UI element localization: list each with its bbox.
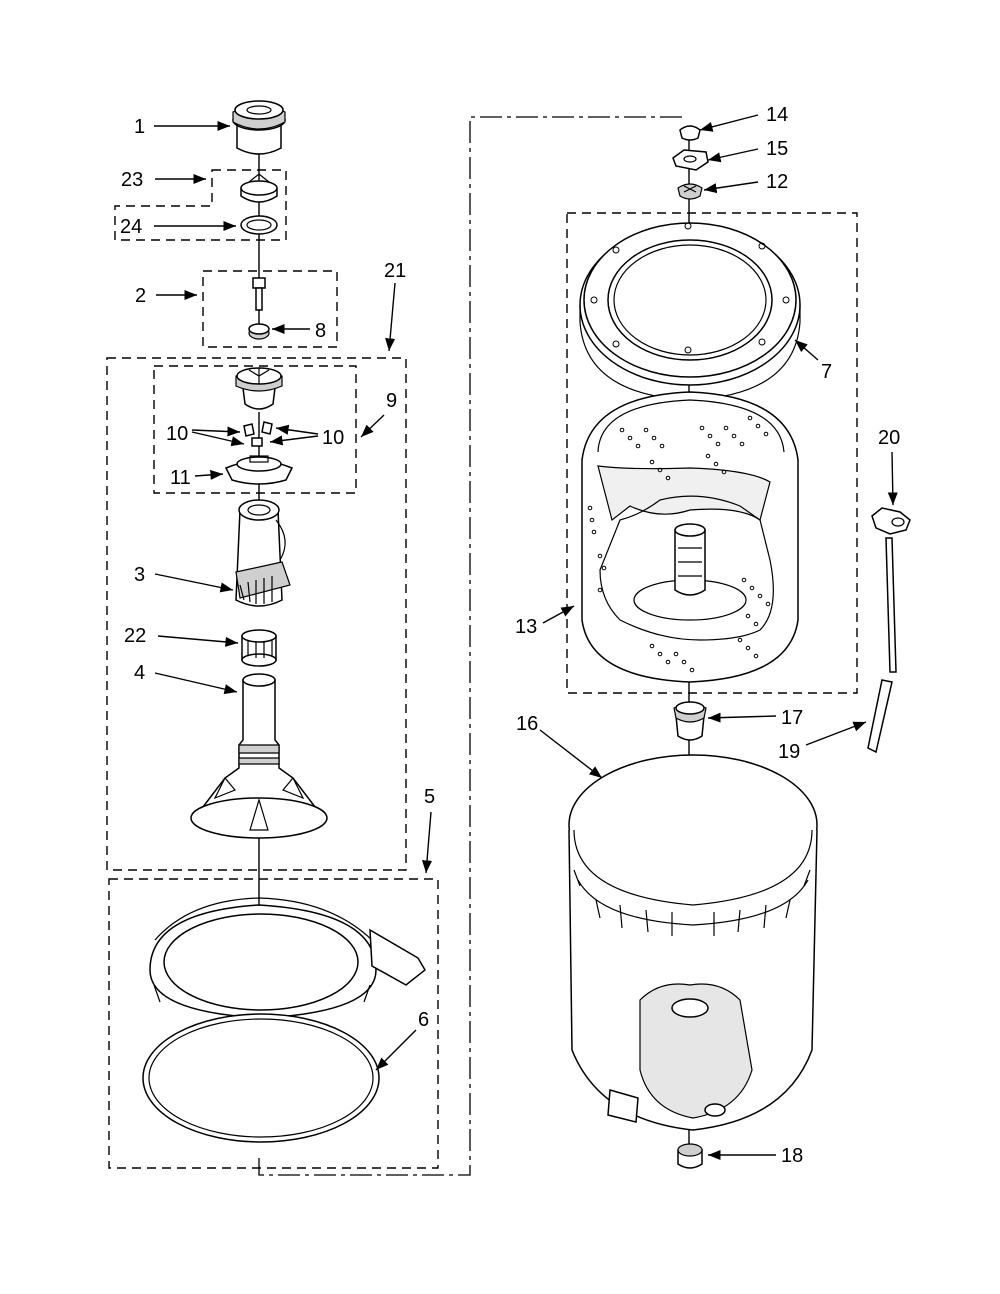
callout-5: 5 xyxy=(424,786,435,808)
callout-20: 20 xyxy=(878,427,900,449)
callout-13: 13 xyxy=(515,616,537,638)
callout-4: 4 xyxy=(134,662,145,684)
callout-8: 8 xyxy=(315,320,326,342)
part-13-basket xyxy=(581,391,799,683)
callout-18: 18 xyxy=(781,1145,803,1167)
callout-22: 22 xyxy=(124,625,146,647)
callout-16: 16 xyxy=(516,713,538,735)
part-7-balance-ring xyxy=(579,222,801,401)
callout-15: 15 xyxy=(766,138,788,160)
callout-19: 19 xyxy=(778,741,800,763)
group-box-21 xyxy=(106,357,407,871)
part-18-plug xyxy=(677,1143,703,1169)
part-16-outer-tub xyxy=(568,754,818,1131)
group-boxes xyxy=(106,169,858,1169)
part-24-seal-ring xyxy=(240,215,278,235)
callout-labels: 1 23 24 2 8 21 9 10 10 11 3 22 4 5 6 14 … xyxy=(120,104,900,1167)
part-1-cap xyxy=(232,100,286,155)
callout-7: 7 xyxy=(821,361,832,383)
group-box-23-24 xyxy=(114,169,287,241)
part-11-ratchet xyxy=(224,455,294,485)
callout-6: 6 xyxy=(418,1009,429,1031)
part-12-nut xyxy=(677,183,703,200)
callout-21: 21 xyxy=(384,260,406,282)
part-9-cam xyxy=(235,367,283,410)
part-23-cover xyxy=(240,173,278,203)
part-14-clip xyxy=(679,125,701,141)
callout-11: 11 xyxy=(170,467,191,489)
callout-12: 12 xyxy=(766,171,788,193)
part-2-bolt xyxy=(252,277,266,311)
group-box-5 xyxy=(108,878,439,1169)
part-20-hose-clip xyxy=(871,507,911,535)
callout-2: 2 xyxy=(135,285,146,307)
callout-1: 1 xyxy=(134,116,145,138)
part-17-hub xyxy=(673,701,707,741)
callout-23: 23 xyxy=(121,169,143,191)
callout-10-left: 10 xyxy=(166,423,188,445)
part-4-drive-block xyxy=(190,673,328,839)
part-15-plate xyxy=(672,149,709,171)
part-5-tub-ring xyxy=(149,897,426,1049)
part-10-dogs xyxy=(243,421,273,447)
dash-dot-connector xyxy=(258,116,684,1176)
callout-3: 3 xyxy=(134,564,145,586)
part-3-auger xyxy=(235,499,291,607)
part-19-hose xyxy=(867,537,897,754)
part-22-bearing xyxy=(241,629,277,667)
callout-arrows xyxy=(154,114,898,1161)
part-8-washer xyxy=(248,323,270,340)
callout-14: 14 xyxy=(766,104,788,126)
basket-perforations xyxy=(587,415,771,673)
callout-24: 24 xyxy=(120,216,142,238)
callout-10-right: 10 xyxy=(322,427,344,449)
callout-17: 17 xyxy=(781,707,803,729)
group-box-2 xyxy=(202,270,338,348)
part-6-seal-ring xyxy=(142,1013,380,1143)
callout-9: 9 xyxy=(386,390,397,412)
group-box-7-13 xyxy=(566,212,858,694)
